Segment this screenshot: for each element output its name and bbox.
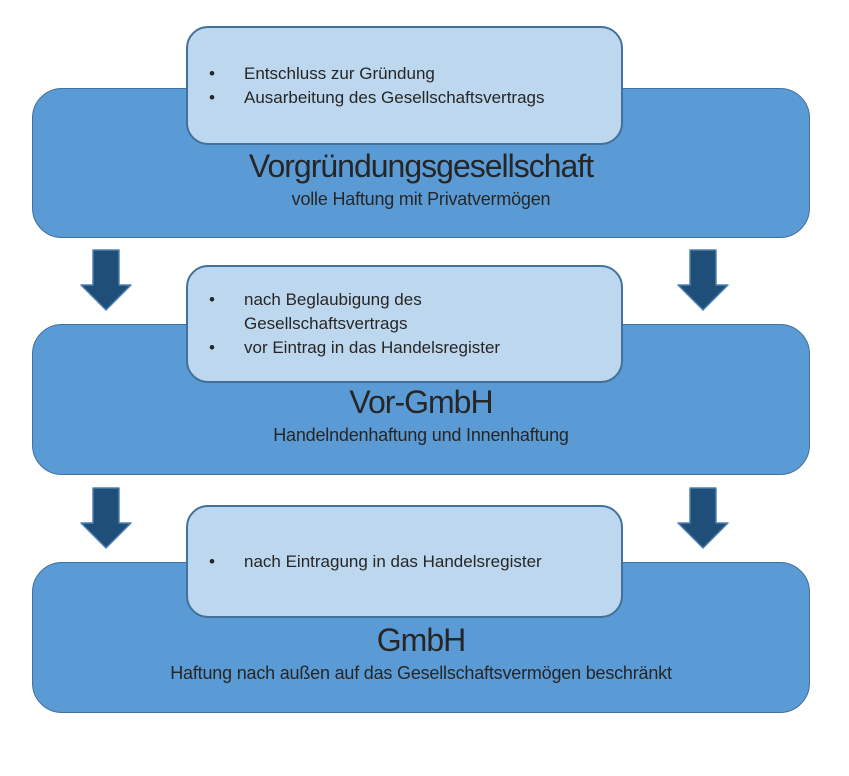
down-arrow-icon — [80, 487, 132, 549]
bullet-list: nach Beglaubigung des Gesellschaftsvertr… — [209, 288, 569, 360]
bullet-list: Entschluss zur Gründung Ausarbeitung des… — [209, 62, 569, 110]
note-box-vorgruendung: Entschluss zur Gründung Ausarbeitung des… — [186, 26, 623, 145]
stage-box-gmbh: GmbH Haftung nach außen auf das Gesellsc… — [32, 562, 810, 713]
down-arrow-icon — [677, 249, 729, 311]
stage-title: Vorgründungsgesellschaft — [248, 148, 594, 184]
bullet-item: vor Eintrag in das Handelsregister — [209, 336, 569, 360]
stage-subtitle: Handelndenhaftung und Innenhaftung — [273, 425, 569, 445]
stage-title: GmbH — [376, 622, 466, 658]
down-arrow-icon — [677, 487, 729, 549]
down-arrow-icon — [80, 249, 132, 311]
bullet-item: nach Eintragung in das Handelsregister — [209, 550, 569, 574]
bullet-item: nach Beglaubigung des Gesellschaftsvertr… — [209, 288, 569, 336]
note-box-vor-gmbh: nach Beglaubigung des Gesellschaftsvertr… — [186, 265, 623, 383]
bullet-item: Ausarbeitung des Gesellschaftsvertrags — [209, 86, 569, 110]
stage-title: Vor-GmbH — [349, 384, 493, 420]
note-box-gmbh: nach Eintragung in das Handelsregister — [186, 505, 623, 618]
bullet-list: nach Eintragung in das Handelsregister — [209, 550, 569, 574]
bullet-item: Entschluss zur Gründung — [209, 62, 569, 86]
stage-subtitle: Haftung nach außen auf das Gesellschafts… — [170, 663, 672, 683]
stage-subtitle: volle Haftung mit Privatvermögen — [291, 189, 551, 209]
